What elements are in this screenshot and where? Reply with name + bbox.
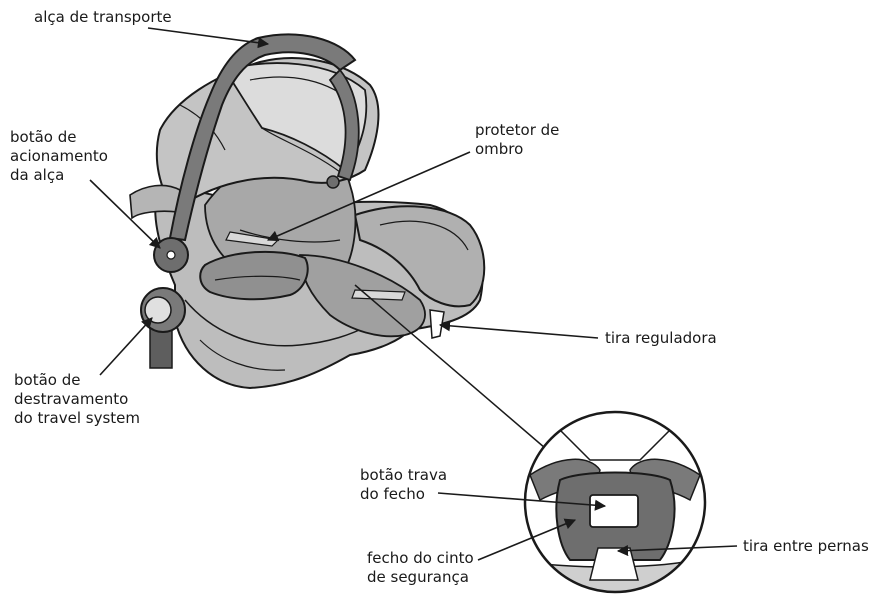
label-release-button: botão de destravamento do travel system (14, 371, 140, 428)
label-shoulder-pad-line1: protetor de (475, 121, 559, 140)
label-buckle-line2: de segurança (367, 568, 474, 587)
buckle-detail-circle (520, 410, 710, 596)
leader-carry-handle (148, 28, 268, 44)
label-carry-handle-text: alça de transporte (34, 8, 172, 27)
adjust-strap (430, 310, 444, 338)
label-handle-button: botão de acionamento da alça (10, 128, 108, 185)
label-buckle-lock-line2: do fecho (360, 485, 447, 504)
label-release-button-line3: do travel system (14, 409, 140, 428)
label-release-button-line2: destravamento (14, 390, 140, 409)
label-handle-button-line1: botão de (10, 128, 108, 147)
label-buckle-line1: fecho do cinto (367, 549, 474, 568)
handle-pivot-button (154, 238, 188, 272)
label-adjust-strap-text: tira reguladora (605, 329, 717, 348)
leader-adjust-strap (440, 325, 598, 338)
label-release-button-line1: botão de (14, 371, 140, 390)
label-carry-handle: alça de transporte (34, 8, 172, 27)
label-handle-button-line2: acionamento (10, 147, 108, 166)
leader-release-button (100, 318, 152, 375)
label-buckle: fecho do cinto de segurança (367, 549, 474, 587)
label-crotch-strap-text: tira entre pernas (743, 537, 869, 556)
label-shoulder-pad: protetor de ombro (475, 121, 559, 159)
label-adjust-strap: tira reguladora (605, 329, 717, 348)
label-shoulder-pad-line2: ombro (475, 140, 559, 159)
label-handle-button-line3: da alça (10, 166, 108, 185)
label-buckle-lock: botão trava do fecho (360, 466, 447, 504)
label-crotch-strap: tira entre pernas (743, 537, 869, 556)
label-buckle-lock-line1: botão trava (360, 466, 447, 485)
